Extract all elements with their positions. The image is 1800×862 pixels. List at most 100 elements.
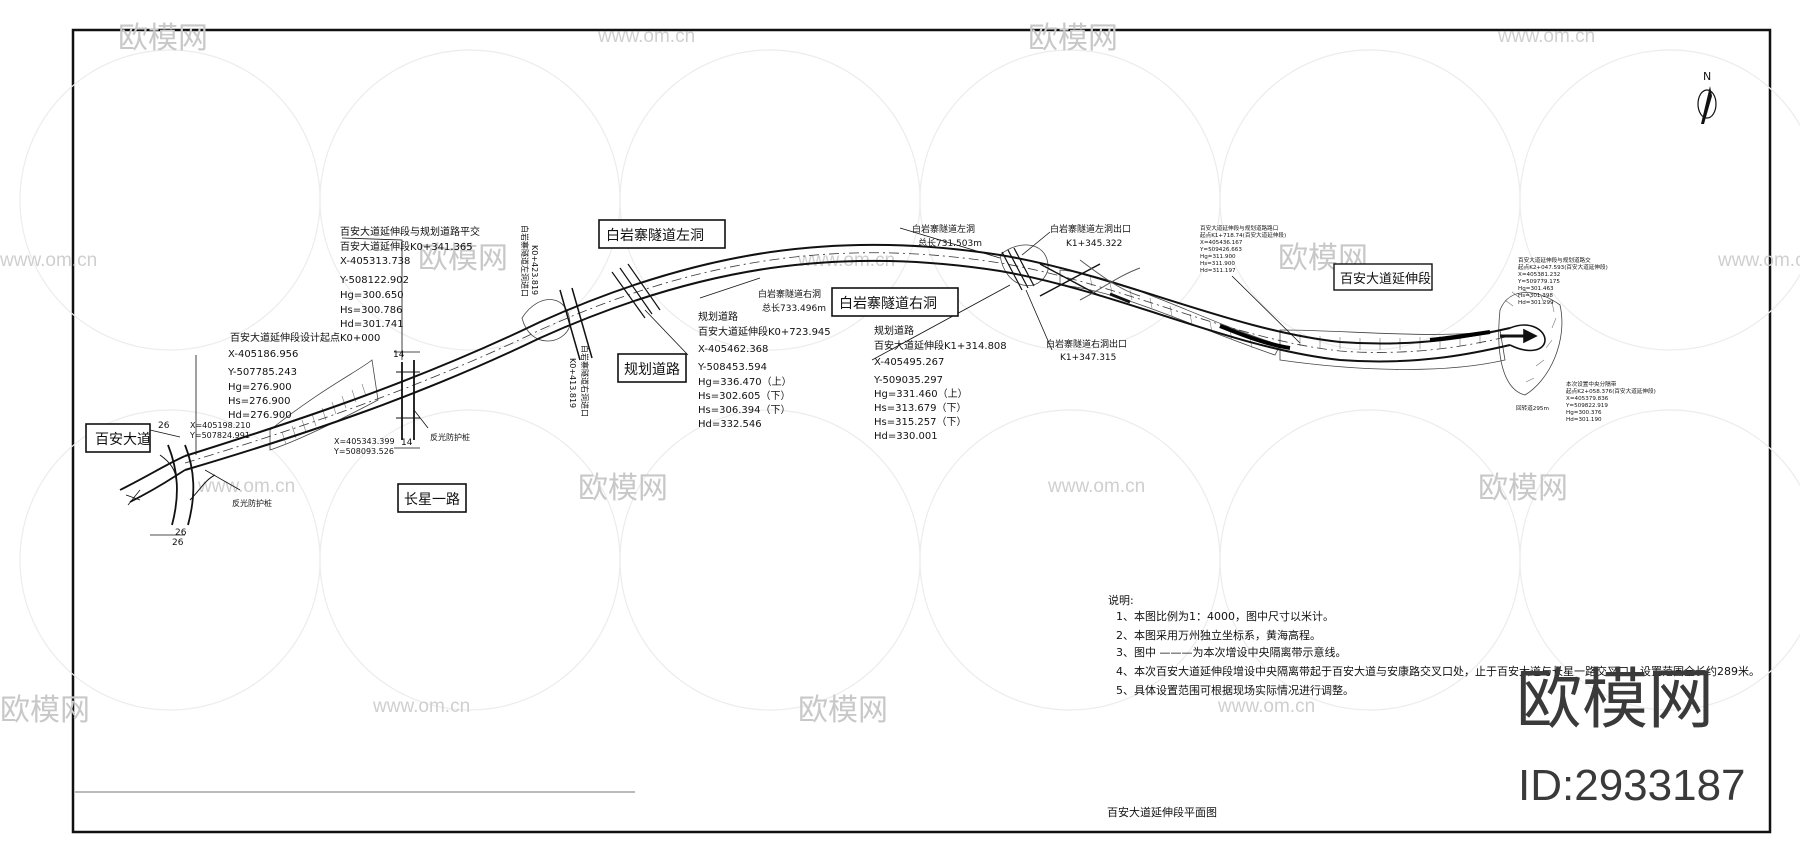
annot-line: X=405436.167 [1200,240,1243,246]
annot-line: Hs=300.786 [340,305,402,316]
annot-line: Hs=306.394（下） [698,404,790,416]
annotation-rails: 反光防护桩 反光防护桩 X=405198.210 Y=507824.991 X=… [189,421,470,508]
annot-line: Hs=313.679（下） [874,402,966,414]
annot-line: Hs=311.900 [1200,261,1235,267]
drawing-title: 百安大道延伸段平面图 [1107,805,1217,819]
annot-line: X-405313.738 [340,256,410,267]
annot-line: Y=509779.175 [1517,279,1560,285]
annot-line: 本次设置中央分隔带 [1566,380,1617,388]
annot-line: Hd=301.299 [1518,300,1554,306]
watermark-texts: 欧模网 欧模网 欧模网 欧模网 欧模网 欧模网 欧模网 欧模网 [0,21,1568,728]
median-strip [1219,324,1291,350]
annotation-tunnels: 白岩寨隧道右洞 总长733.496m 白岩寨隧道左洞 总长731.503m 白岩… [758,223,1131,363]
dim-label: 14 [401,438,413,448]
annot-line: Y=509822.919 [1565,403,1608,409]
annot-line: X-405186.956 [228,349,298,360]
annot-line: Hd=332.546 [698,419,762,430]
label-planned-road: 规划道路 [624,362,680,378]
annot-line: Hg=300.376 [1566,410,1602,416]
annot-line: 百安大道延伸段与规划道路交 [1518,256,1591,264]
annot-line: 百安大道延伸段K0+723.945 [698,325,831,338]
annot-line: Hs=315.257（下） [874,416,966,428]
dim-label: 26 [158,421,170,431]
watermark-url: www.om.cn [1217,696,1315,717]
annotation-planned-road-k1: 规划道路 百安大道延伸段K1+314.808 X-405495.267 Y-50… [873,324,1007,442]
annot-line: 起点K2+047.593(百安大道延伸段) [1518,263,1608,271]
north-arrow-icon: N [1697,70,1717,124]
end-turnaround [1109,292,1546,352]
annot-line: X=405381.232 [1518,272,1560,278]
watermark-url: www.om.cn [1717,250,1800,271]
annot-line: Hs=301.398 [1518,293,1553,299]
tunnel-markers [611,247,1035,319]
dimension-labels: 26 26 26 14 14 [158,350,413,548]
annot-line: 白岩寨隧道右洞 [758,288,821,300]
watermark-brand: 欧模网 [0,693,90,728]
watermark-pattern [19,49,1800,711]
annotation-planned-road-k0: 规划道路 百安大道延伸段K0+723.945 X-405462.368 Y-50… [697,310,831,430]
annot-line: X=405198.210 [190,421,251,430]
annot-line: 回转道295m [1516,404,1549,412]
leader-lines [127,227,1301,506]
dimension-markers [125,351,420,536]
annot-line: 百安大道延伸段K1+314.808 [874,339,1007,352]
annotation-planned-intersection: 百安大道延伸段与规划道路平交 百安大道延伸段K0+341.365 X-40531… [339,225,480,330]
annot-line: 白岩寨隧道右洞进口 [580,345,590,417]
annot-line: 白岩寨隧道左洞 [912,223,975,235]
watermark-brand: 欧模网 [418,241,508,276]
baian-road-junction [119,444,216,526]
label-tunnel-left: 白岩寨隧道左洞 [606,227,704,244]
annot-line: K0+423.819 [530,245,539,295]
annot-line: 规划道路 [874,324,914,337]
annot-line: X-405495.267 [874,357,944,368]
annot-line: Hg=331.460（上） [874,388,968,400]
dim-label: 26 [175,528,187,538]
annot-line: 百安大道延伸段K0+341.365 [340,240,473,253]
annotation-start-point: 百安大道延伸段设计起点K0+000 X-405186.956 Y-507785.… [227,331,380,421]
annot-line: 百安大道延伸段设计起点K0+000 [230,331,380,344]
annot-line: Y=509426.663 [1199,247,1242,253]
watermark-url: www.om.cn [0,250,97,271]
note-item: 1、本图比例为1：4000，图中尺寸以米计。 [1116,609,1334,623]
annotation-vertical: 白岩寨隧道左洞进口 K0+423.819 白岩寨隧道右洞进口 K0+413.81… [520,225,590,417]
annot-line: Y=508093.526 [333,447,394,456]
annot-line: K0+413.819 [568,358,577,408]
annot-line: 百安大道延伸段与规划道路路口 [1200,224,1278,232]
label-baian-road: 百安大道 [95,432,151,448]
watermark-brand: 欧模网 [1028,21,1118,56]
median-strip [1429,330,1491,342]
annot-line: K1+345.322 [1066,239,1122,249]
annot-line: Y=507824.991 [189,431,250,440]
note-item: 4、本次百安大道延伸段增设中央隔离带起于百安大道与安康路交叉口处，止于百安大道与… [1116,664,1760,678]
annot-line: X-405462.368 [698,344,768,355]
main-road-edge-south [184,259,1511,471]
main-road-centerline [184,252,1511,464]
main-road-edge-north [184,243,1511,457]
notes-block: 说明: 1、本图比例为1：4000，图中尺寸以米计。 2、本图采用万州独立坐标系… [1108,593,1760,697]
watermark-url: www.om.cn [372,696,470,717]
annot-line: Hd=311.197 [1200,268,1236,274]
annot-line: Y-508453.594 [697,362,767,373]
watermark-url: www.om.cn [197,476,295,497]
annot-line: Y-509035.297 [873,375,943,386]
annot-line: Hd=276.900 [228,410,292,421]
changxing-road [396,360,420,440]
watermark-url: www.om.cn [597,26,695,47]
note-item: 5、具体设置范围可根据现场实际情况进行调整。 [1116,683,1354,697]
annot-line: X=405379.836 [1566,396,1609,402]
annot-line: K1+347.315 [1060,353,1116,363]
annot-line: 反光防护桩 [430,432,470,442]
note-item: 2、本图采用万州独立坐标系，黄海高程。 [1116,628,1321,642]
annot-line: Hg=311.900 [1200,254,1236,260]
annot-line: Hd=301.190 [1566,417,1602,423]
annot-line: Hs=302.605（下） [698,390,790,402]
annot-line: Hg=300.650 [340,290,404,301]
brand-watermark-large: 欧模网 [1516,661,1714,738]
annot-line: Y-508122.902 [339,275,409,286]
annot-line: 起点K2+058.376(百安大道延伸段) [1566,387,1656,395]
planned-road-crossing [559,287,593,361]
annotation-tiny: 百安大道延伸段与规划道路路口 起点K1+718.74(百安大道延伸段) X=40… [1199,224,1656,423]
brand-id-text: ID:2933187 [1518,761,1746,810]
annot-line: 白岩寨隧道左洞进口 [520,225,530,297]
